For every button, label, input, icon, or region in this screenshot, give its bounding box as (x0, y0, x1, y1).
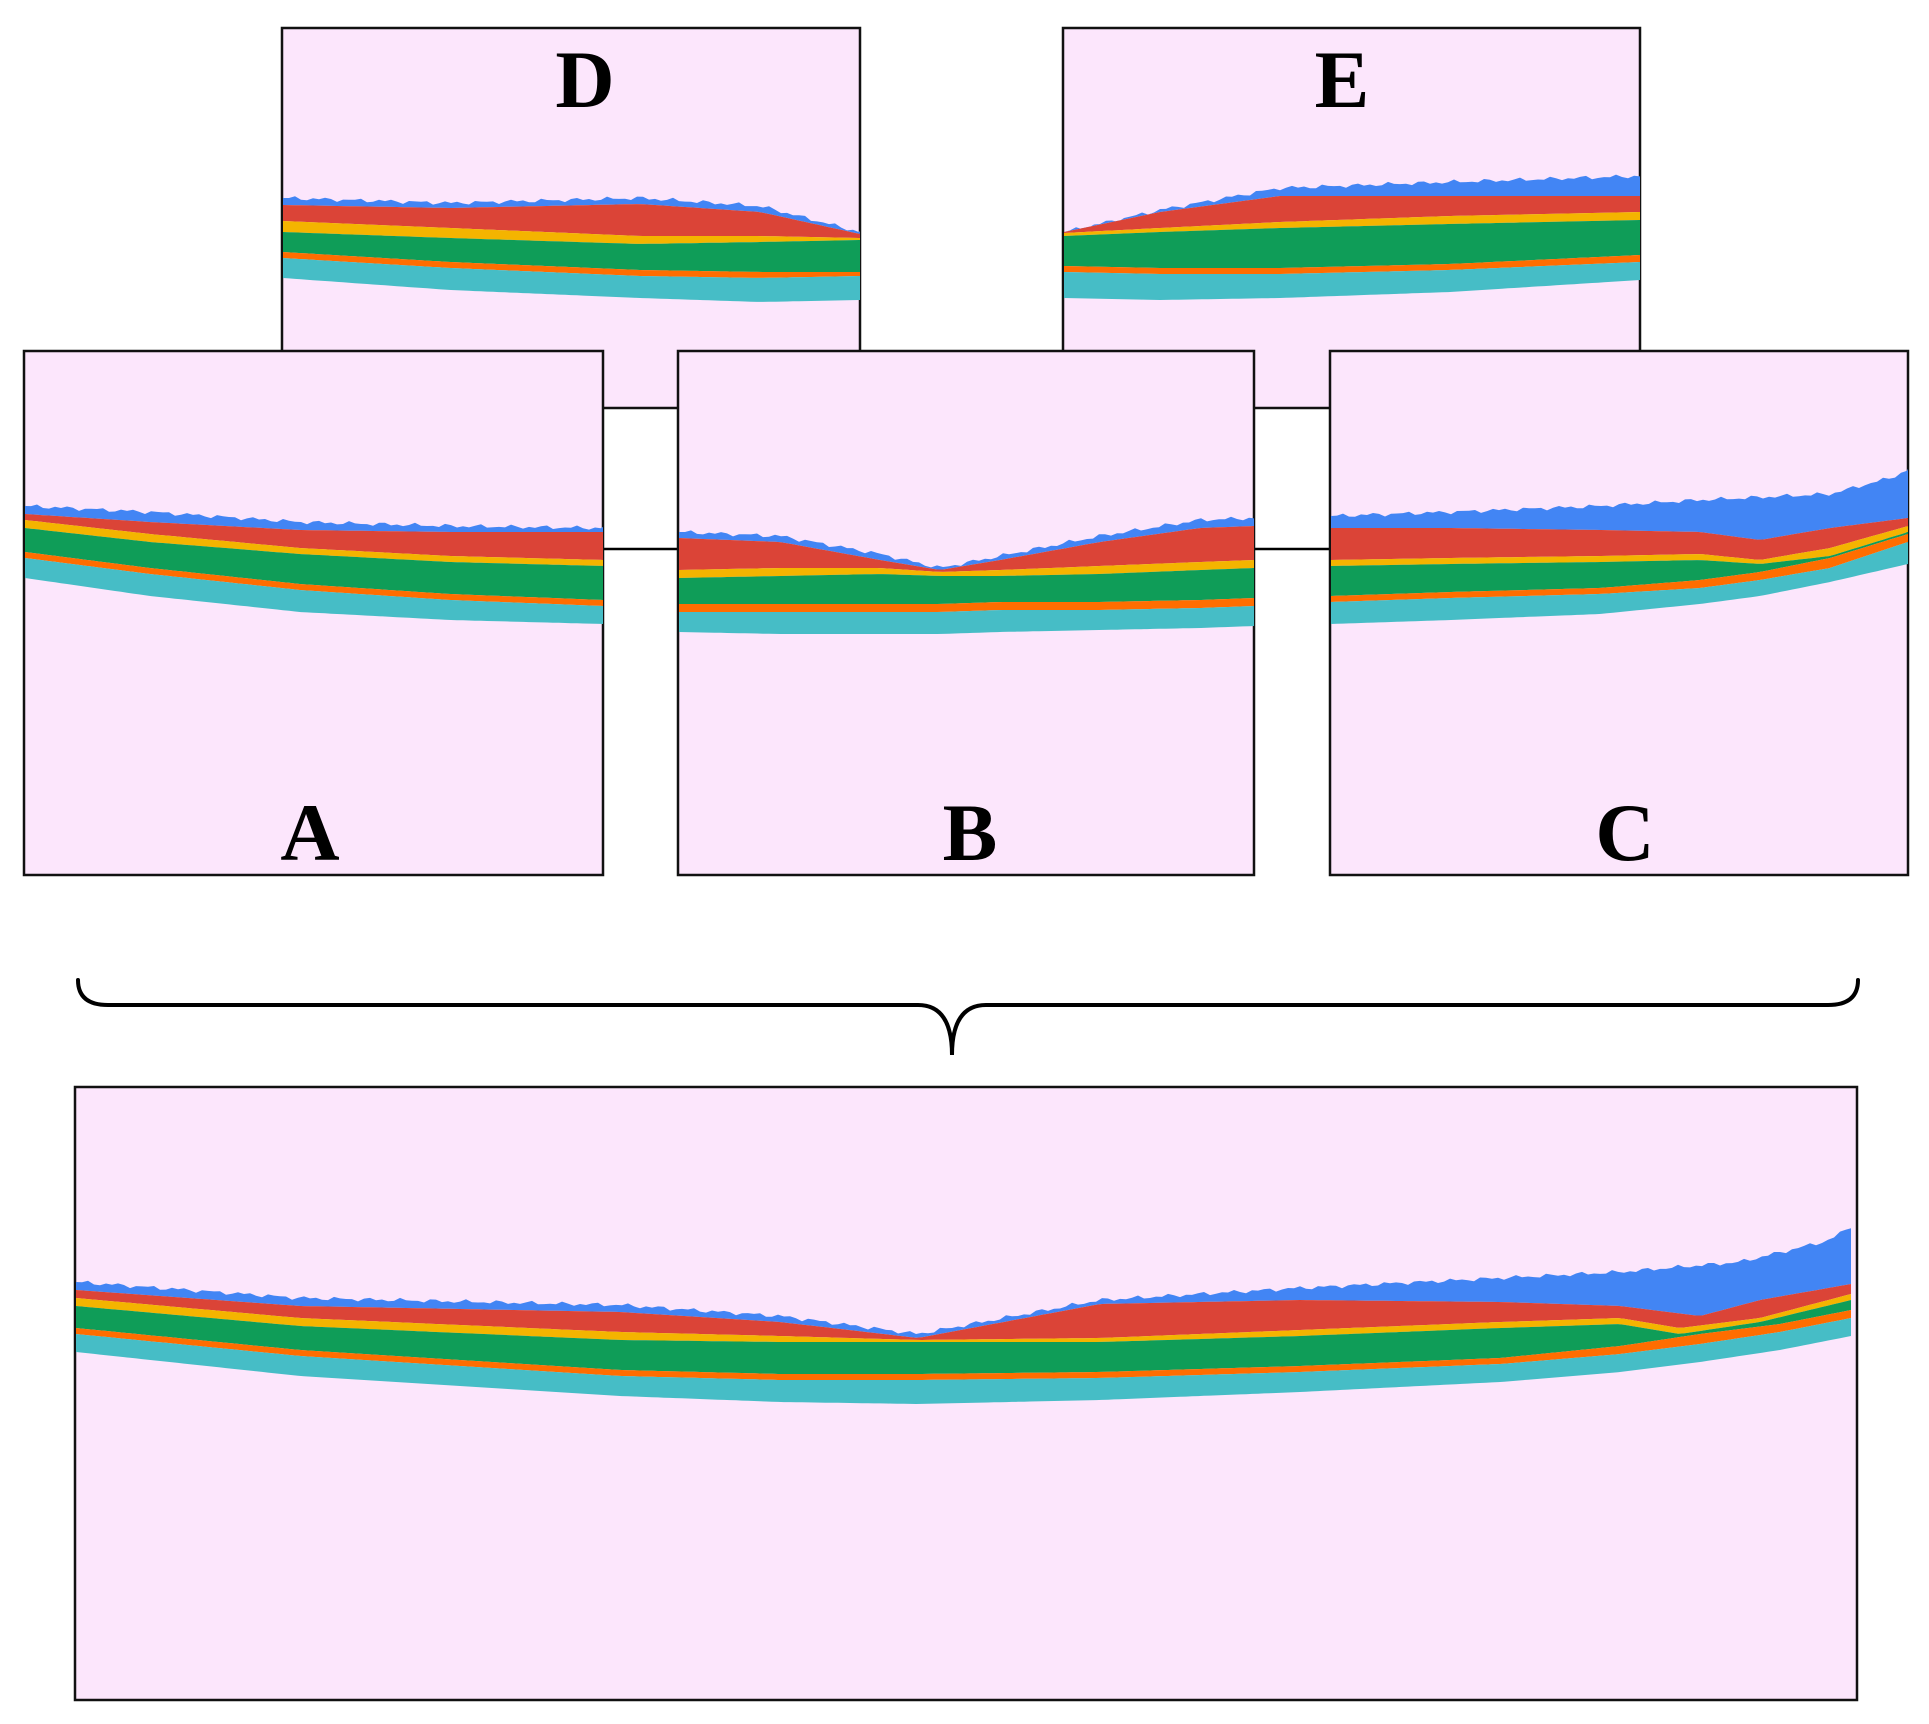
panel-s-layer-2-band (76, 1284, 1851, 1340)
panel-d-layer-2-band (283, 204, 860, 238)
panel-a-layer-5-band (25, 552, 603, 606)
panel-s-layer-6-band (76, 1318, 1851, 1404)
curly-brace (76, 978, 1860, 1056)
panel-e-layer-3-band (1064, 212, 1640, 236)
panel-d-layer-5-band (283, 252, 860, 278)
panel-c-layer-4-band (1331, 532, 1908, 596)
panel-a-layer-3-band (25, 520, 603, 566)
panel-b-layer-1-band (679, 516, 1254, 570)
panel-c-layers (1331, 468, 1908, 624)
panel-a-layer-4-band (25, 528, 603, 600)
panel-c-layer-1-band (1331, 468, 1908, 540)
panel-d-layer-6-band (283, 258, 860, 302)
panel-d-label: D (555, 34, 614, 125)
panel-d-layer-3-band (283, 221, 860, 244)
panel-b-layer-3-band (679, 560, 1254, 578)
panel-e-layer-6-band (1064, 262, 1640, 300)
panel-b-label: B (943, 787, 998, 878)
panel-e-label: E (1315, 34, 1370, 125)
panel-d-layer-1-band (283, 196, 860, 234)
panel-a-layer-1-band (25, 504, 603, 532)
panel-a-label: A (280, 787, 339, 878)
panel-c-layer-2-band (1331, 518, 1908, 560)
panel-b-layer-6-band (679, 606, 1254, 634)
panel-s-layer-4-band (76, 1300, 1851, 1374)
panel-e: E (1061, 26, 1642, 410)
panel-e-layer-5-band (1064, 255, 1640, 274)
panel-d-layer-4-band (283, 232, 860, 272)
panel-c-layer-3-band (1331, 526, 1908, 566)
panel-s-layer-3-band (76, 1294, 1851, 1342)
panel-b-layer-4-band (679, 568, 1254, 604)
panel-d-layers (283, 196, 860, 302)
panel-a: A (22, 349, 605, 878)
panel-c-label: C (1595, 787, 1654, 878)
panel-c: C (1328, 349, 1910, 878)
panel-e-layer-1-band (1064, 174, 1640, 232)
panel-b: B (676, 349, 1256, 878)
panel-a-layer-2-band (25, 514, 603, 560)
panel-c-layer-6-band (1331, 542, 1908, 624)
panel-stitched (73, 1085, 1859, 1702)
panel-a-layer-6-band (25, 558, 603, 624)
panel-d: D (280, 26, 862, 410)
panel-s-layer-1-band (76, 1228, 1851, 1338)
panel-s-layer-5-band (76, 1310, 1851, 1380)
panel-c-layer-5-band (1331, 534, 1908, 602)
panel-stitched-layers (76, 1228, 1851, 1404)
panel-e-layers (1064, 174, 1640, 300)
panel-e-layer-2-band (1064, 196, 1640, 233)
panel-b-layer-2-band (679, 526, 1254, 572)
panel-b-layers (679, 516, 1254, 634)
panel-b-layer-5-band (679, 598, 1254, 612)
panel-a-layers (25, 504, 603, 624)
panel-e-layer-4-band (1064, 220, 1640, 268)
